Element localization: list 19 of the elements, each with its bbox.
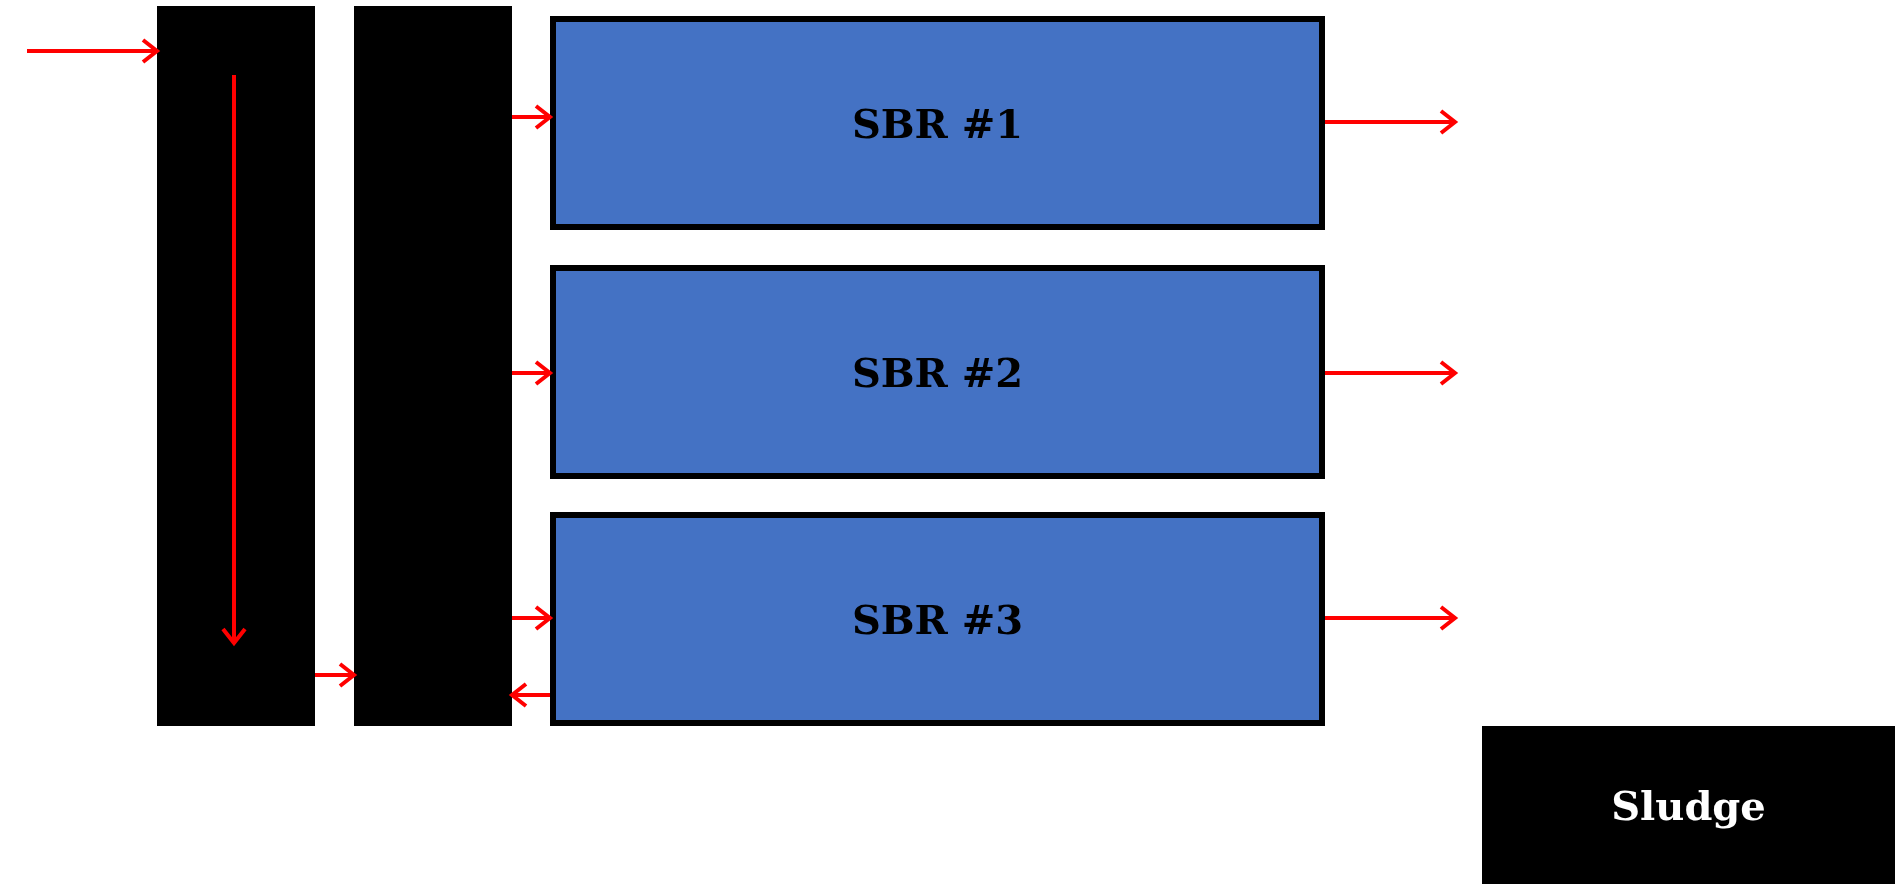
tank-label: SBR #3	[851, 595, 1024, 643]
arrow	[27, 38, 159, 64]
reactor-tank	[550, 512, 1325, 726]
tank-label: Sludge	[1611, 781, 1766, 829]
arrow	[512, 605, 552, 631]
arrow	[510, 682, 550, 708]
sludge-box	[1482, 726, 1895, 884]
tank-label: SBR #2	[851, 348, 1024, 396]
arrow	[512, 104, 552, 130]
arrow	[1325, 109, 1457, 135]
arrow	[1325, 605, 1457, 631]
arrow	[1325, 360, 1457, 386]
channel-bar	[157, 6, 315, 726]
reactor-tank	[550, 16, 1325, 230]
tank-label: SBR #1	[851, 99, 1024, 147]
arrow	[512, 360, 552, 386]
channel-bar	[354, 6, 512, 726]
reactor-tank	[550, 265, 1325, 479]
arrow	[315, 662, 356, 688]
